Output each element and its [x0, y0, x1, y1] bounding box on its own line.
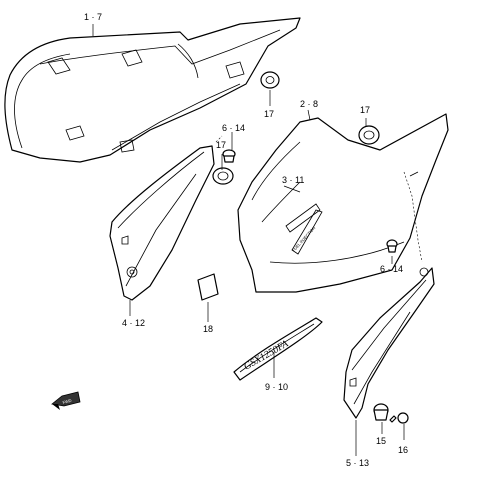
callout-2-8: 2 · 8 [300, 99, 318, 109]
bolt-icon [386, 239, 398, 253]
leader-lines [92, 24, 423, 456]
callout-6-14-right: 6 · 14 [380, 264, 403, 274]
callout-18: 18 [203, 324, 213, 334]
lower-cover-left-part [109, 145, 215, 301]
grommet-icon [260, 71, 280, 89]
callout-5-13: 5 · 13 [346, 458, 369, 468]
callout-6-14-upper: 6 · 14 [222, 123, 245, 133]
lower-cover-right-part [343, 267, 435, 419]
frame-cover-part [237, 113, 449, 293]
forward-arrow-label: FWD [62, 398, 72, 405]
pad-part [197, 273, 219, 301]
tail-cowling-part [4, 17, 301, 163]
bolt-icon [222, 149, 236, 163]
callout-4-12: 4 · 12 [122, 318, 145, 328]
callout-9-10: 9 · 10 [265, 382, 288, 392]
forward-arrow-icon [51, 391, 81, 410]
callout-17-upper: 17 [264, 109, 274, 119]
grommet-icon [212, 167, 234, 185]
grommet-icon [373, 403, 389, 421]
emblem-text: GSX1250FA [242, 338, 291, 373]
callout-17-right: 17 [360, 105, 370, 115]
callout-17-left: 17 [216, 140, 226, 150]
callout-15: 15 [376, 436, 386, 446]
callout-1-7: 1 · 7 [84, 12, 102, 22]
emblem-part [233, 317, 323, 381]
grommet-icon [358, 125, 380, 145]
callout-3-11: 3 · 11 [282, 175, 304, 185]
bolt-icon [389, 412, 409, 424]
callout-16: 16 [398, 445, 408, 455]
